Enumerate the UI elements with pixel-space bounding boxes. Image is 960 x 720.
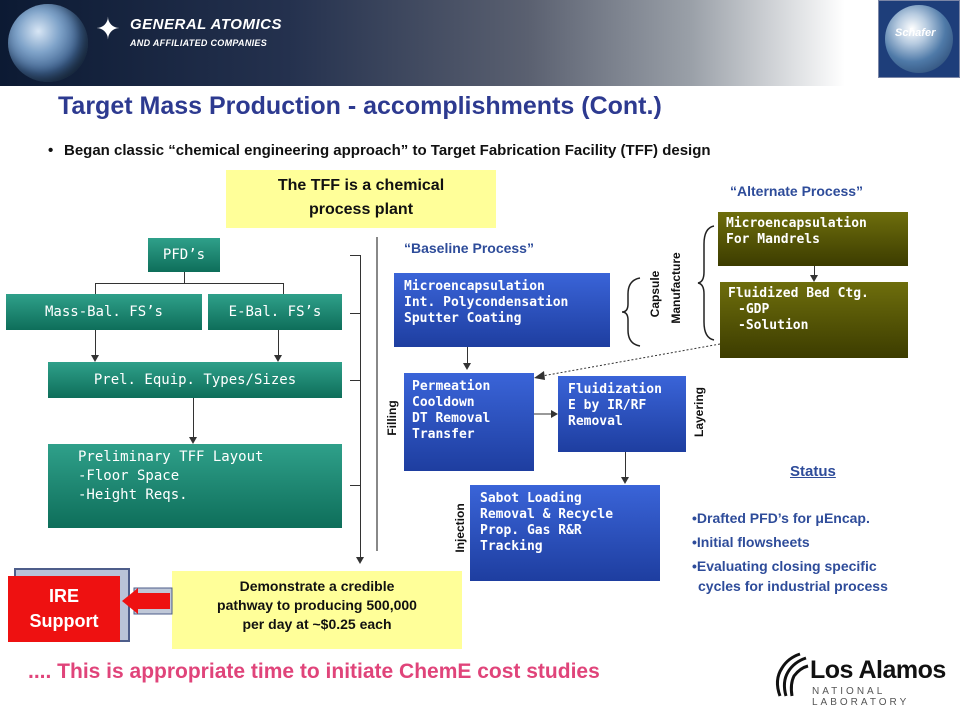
box-line: Fluidization <box>568 382 662 397</box>
bullet-text: Began classic “chemical engineering appr… <box>64 142 711 159</box>
header-banner <box>0 0 960 86</box>
tff-box-line: process plant <box>308 201 414 218</box>
box-line: Removal & Recycle <box>480 507 614 522</box>
box-line: Int. Polycondensation <box>404 295 569 310</box>
layout-line: -Height Reqs. <box>78 487 188 503</box>
connector-line <box>625 452 626 477</box>
bracket-tick <box>350 380 360 381</box>
general-atomics-star-icon: ✦ <box>95 13 121 46</box>
schafer-globe-logo: Schafer <box>878 0 960 78</box>
globe-icon <box>885 5 953 73</box>
box-line: Sputter Coating <box>404 311 522 326</box>
box-line: Sabot Loading <box>480 491 582 506</box>
bracket-tick <box>350 313 360 314</box>
connector-line <box>95 283 96 294</box>
layering-label: Layering <box>692 387 706 438</box>
connector-line <box>95 283 283 284</box>
left-bracket-icon <box>621 277 641 347</box>
bracket-tick <box>350 255 360 256</box>
alternate-microencapsulation-box: Microencapsulation For Mandrels <box>718 212 908 266</box>
ire-line: Support <box>29 611 99 631</box>
status-item: cycles for industrial process <box>698 578 888 594</box>
ire-support-box: IRE Support <box>8 576 120 642</box>
box-line: -Solution <box>738 318 809 333</box>
box-line: Prop. Gas R&R <box>480 523 582 538</box>
box-line: Removal <box>568 414 623 429</box>
box-line: DT Removal <box>412 411 491 426</box>
injection-label: Injection <box>453 503 467 553</box>
connector-line <box>467 347 468 363</box>
baseline-process-label: “Baseline Process” <box>404 240 534 256</box>
box-line: Transfer <box>412 427 475 442</box>
tff-box-line: The TFF is a chemical <box>277 177 445 194</box>
demo-line: per day at ~$0.25 each <box>242 616 392 632</box>
arrow-down-icon <box>621 477 629 484</box>
slide-title: Target Mass Production - accomplishments… <box>58 92 662 120</box>
ire-line: IRE <box>48 586 79 606</box>
manufacture-label: Manufacture <box>669 252 683 324</box>
arrow-down-icon <box>810 275 818 282</box>
box-line: E by IR/RF <box>568 398 647 413</box>
layout-line: Preliminary TFF Layout <box>78 449 264 465</box>
company-name: GENERAL ATOMICS <box>130 16 282 33</box>
bullet-dot-icon: • <box>48 142 54 159</box>
pfds-box: PFD’s <box>148 238 220 272</box>
box-line: Permeation <box>412 379 491 394</box>
filling-label: Filling <box>385 400 399 436</box>
box-line: Cooldown <box>412 395 475 410</box>
status-list: •Drafted PFD’s for μEncap. •Initial flow… <box>692 508 888 600</box>
status-item: •Initial flowsheets <box>692 534 810 550</box>
alternate-process-label: “Alternate Process” <box>730 183 864 199</box>
arrow-down-icon <box>274 355 282 362</box>
connector-line <box>184 272 185 283</box>
connector-line <box>193 398 194 437</box>
schafer-logo-text: Schafer <box>895 27 936 39</box>
box-line: Fluidized Bed Ctg. <box>728 286 869 301</box>
permeation-box: Permeation Cooldown DT Removal Transfer <box>404 373 534 471</box>
dotted-arrow-icon <box>534 343 721 380</box>
box-line: Tracking <box>480 539 543 554</box>
bracket-tick <box>350 485 360 486</box>
los-alamos-logo-icon <box>775 652 809 697</box>
arrow-down-icon <box>356 557 364 564</box>
company-subtitle: AND AFFILIATED COMPANIES <box>130 38 268 48</box>
box-line: Microencapsulation <box>726 216 867 231</box>
los-alamos-name: Los Alamos <box>810 656 946 684</box>
arrow-down-icon <box>189 437 197 444</box>
box-line: For Mandrels <box>726 232 820 247</box>
baseline-microencapsulation-box: Microencapsulation Int. Polycondensation… <box>394 273 610 347</box>
box-line: -GDP <box>738 302 770 317</box>
status-item: •Evaluating closing specific <box>692 558 877 574</box>
energy-balance-box: E-Bal. FS’s <box>208 294 342 330</box>
box-line: Microencapsulation <box>404 279 545 294</box>
globe-logo-icon <box>8 4 88 82</box>
sabot-loading-box: Sabot Loading Removal & Recycle Prop. Ga… <box>470 485 660 581</box>
arrow-right-icon <box>534 410 558 418</box>
right-bracket-icon <box>697 225 715 341</box>
layout-line: -Floor Space <box>78 468 180 484</box>
arrow-down-icon <box>463 363 471 370</box>
demo-line: pathway to producing 500,000 <box>217 597 417 613</box>
fluidized-bed-box: Fluidized Bed Ctg. -GDP -Solution <box>720 282 908 358</box>
connector-line <box>278 330 279 355</box>
status-item: •Drafted PFD’s for μEncap. <box>692 510 870 526</box>
arrow-down-icon <box>91 355 99 362</box>
footer-message: .... This is appropriate time to initiat… <box>28 660 600 683</box>
arrow-left-icon <box>122 587 173 615</box>
connector-line <box>814 266 815 275</box>
los-alamos-subtitle: NATIONAL LABORATORY <box>812 686 910 708</box>
connector-line <box>283 283 284 294</box>
status-heading: Status <box>790 463 836 480</box>
demo-line: Demonstrate a credible <box>239 578 395 594</box>
demonstrate-pathway-box: Demonstrate a credible pathway to produc… <box>172 571 462 649</box>
fluidization-box: Fluidization E by IR/RF Removal <box>558 376 686 452</box>
capsule-label: Capsule <box>648 270 662 318</box>
prel-equip-box: Prel. Equip. Types/Sizes <box>48 362 342 398</box>
section-divider <box>376 237 378 551</box>
tff-chemical-plant-box: The TFF is a chemical process plant <box>226 170 496 228</box>
tff-layout-box: Preliminary TFF Layout -Floor Space -Hei… <box>48 444 342 528</box>
mass-balance-box: Mass-Bal. FS’s <box>6 294 202 330</box>
connector-line <box>95 330 96 355</box>
bracket-vertical-line <box>360 255 361 557</box>
